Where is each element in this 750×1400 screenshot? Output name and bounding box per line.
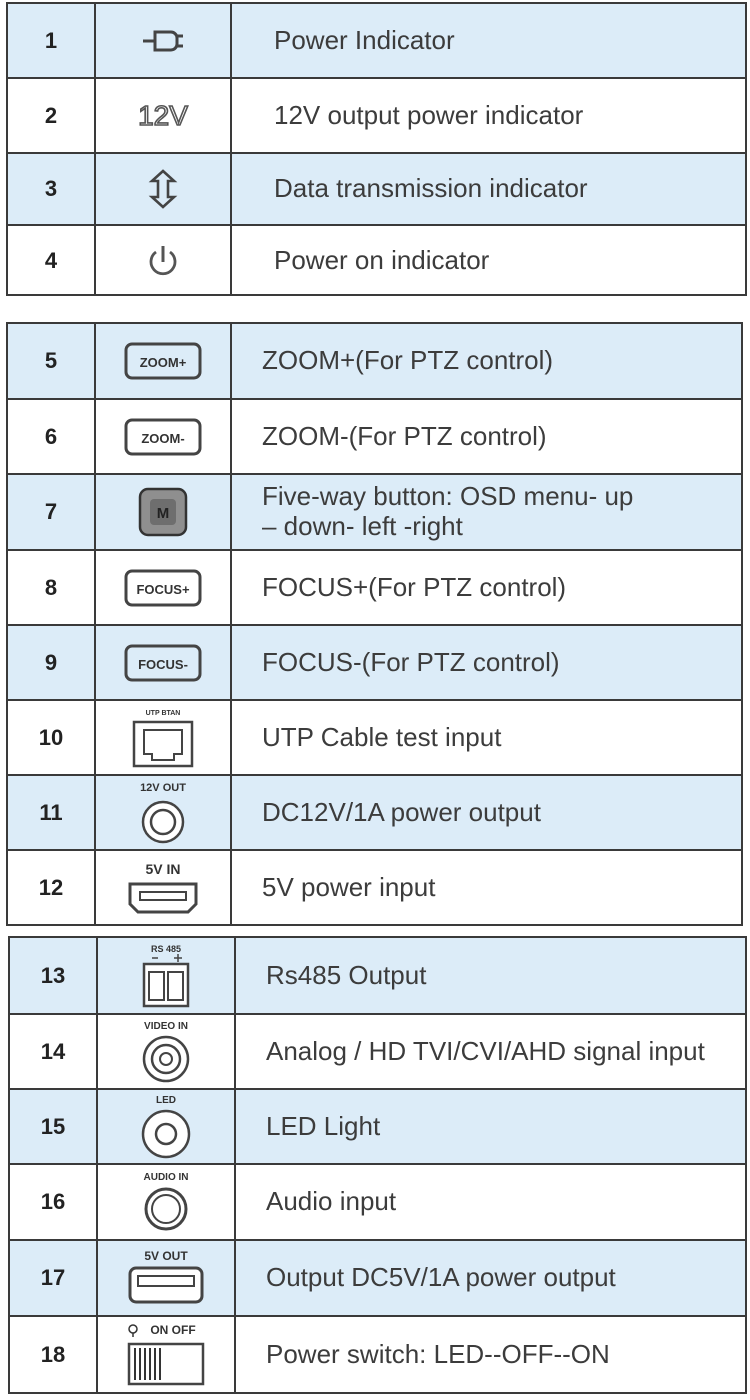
table-row: 10 UTP BTAN UTP Cable test input [8,701,741,776]
table-row: 15 LED LED Light [10,1090,745,1165]
table-row: 1 Power Indicator [8,4,745,79]
table-row: 13 RS 485 Rs485 Output [10,938,745,1015]
row-description: FOCUS-(For PTZ control) [262,646,560,677]
data-arrows-icon [96,154,232,224]
table-row: 17 5V OUT Output DC5V/1A power output [10,1241,745,1317]
row-number: 1 [8,4,96,77]
table-row: 12 5V IN 5V power input [8,851,741,924]
row-number: 14 [10,1015,98,1088]
zoom-plus-label: ZOOM+ [140,355,187,370]
row-number: 5 [8,324,96,398]
row-number: 2 [8,79,96,152]
power-switch-icon: ON OFF [98,1317,236,1392]
table-row: 2 12V 12V output power indicator [8,79,745,154]
row-description: ZOOM-(For PTZ control) [262,420,547,451]
table-row: 18 ON OFF Power switch: LED--OFF--ON [10,1317,745,1392]
row-number: 15 [10,1090,98,1163]
rj45-label: UTP BTAN [146,710,181,717]
dc-jack-icon: 12V OUT [96,776,232,849]
zoom-plus-button-icon: ZOOM+ [96,324,232,398]
power-icon [96,226,232,296]
focus-minus-button-icon: FOCUS- [96,626,232,699]
row-description: Rs485 Output [266,959,427,990]
usb-a-port-icon: 5V OUT [98,1241,236,1315]
row-description: ZOOM+(For PTZ control) [262,345,554,376]
table-row: 14 VIDEO IN Analog / HD TVI/CVI/AHD sign… [10,1015,745,1090]
micro-usb-label: 5V IN [145,861,180,877]
table-row: 3 Data transmission indicator [8,154,745,226]
12v-icon-label: 12V [138,101,188,131]
button-port-table: 5 ZOOM+ ZOOM+(For PTZ control) 6 ZOOM- Z… [6,322,743,926]
row-description: 5V power input [262,871,436,902]
row-description: LED Light [266,1110,381,1141]
table-row: 11 12V OUT DC12V/1A power output [8,776,741,851]
row-number: 12 [8,851,96,924]
led-label: LED [156,1095,176,1106]
row-number: 10 [8,701,96,774]
row-number: 18 [10,1317,98,1392]
row-description: Five-way button: OSD menu- up – down- le… [262,481,634,541]
zoom-minus-label: ZOOM- [141,431,184,446]
row-description: UTP Cable test input [262,721,502,752]
row-number: 8 [8,551,96,624]
table-row: 4 Power on indicator [8,226,745,296]
power-switch-label: ON OFF [150,1323,195,1337]
row-description: 12V output power indicator [274,99,584,130]
focus-minus-label: FOCUS- [138,657,188,672]
row-number: 7 [8,475,96,549]
row-description: DC12V/1A power output [262,796,541,827]
usb-a-label: 5V OUT [144,1249,188,1263]
plug-icon [96,4,232,77]
audio-jack-label: AUDIO IN [144,1172,189,1183]
rj45-port-icon: UTP BTAN [96,701,232,774]
table-row: 7 M Five-way button: OSD menu- up – down… [8,475,741,551]
five-way-label: M [157,505,170,522]
table-row: 16 AUDIO IN Audio input [10,1165,745,1241]
row-number: 4 [8,226,96,296]
audio-jack-icon: AUDIO IN [98,1165,236,1239]
row-description: Power on indicator [274,245,490,276]
table-row: 9 FOCUS- FOCUS-(For PTZ control) [8,626,741,701]
row-number: 13 [10,938,98,1013]
row-description: Data transmission indicator [274,173,588,204]
bnc-label: VIDEO IN [144,1021,188,1032]
table-row: 8 FOCUS+ FOCUS+(For PTZ control) [8,551,741,626]
five-way-button-icon: M [96,475,232,549]
row-number: 6 [8,400,96,473]
bnc-connector-icon: VIDEO IN [98,1015,236,1088]
connector-table: 13 RS 485 Rs485 Output 14 VIDEO IN Analo… [8,936,747,1394]
row-number: 11 [8,776,96,849]
row-description: Power Indicator [274,24,455,55]
row-number: 3 [8,154,96,224]
row-description: Power switch: LED--OFF--ON [266,1338,610,1369]
row-description: FOCUS+(For PTZ control) [262,571,567,602]
row-number: 16 [10,1165,98,1239]
row-description: Output DC5V/1A power output [266,1262,616,1293]
row-number: 9 [8,626,96,699]
dc-jack-label: 12V OUT [140,782,186,794]
rs485-label: RS 485 [151,944,181,954]
focus-plus-button-icon: FOCUS+ [96,551,232,624]
row-number: 17 [10,1241,98,1315]
led-icon: LED [98,1090,236,1163]
rs485-terminal-icon: RS 485 [98,938,236,1013]
12v-icon: 12V [96,79,232,152]
micro-usb-icon: 5V IN [96,851,232,924]
row-description: Analog / HD TVI/CVI/AHD signal input [266,1035,705,1066]
row-description: Audio input [266,1186,397,1217]
focus-plus-label: FOCUS+ [136,582,190,597]
table-row: 5 ZOOM+ ZOOM+(For PTZ control) [8,324,741,400]
indicator-table: 1 Power Indicator 2 12V 12V output power… [6,2,747,296]
table-row: 6 ZOOM- ZOOM-(For PTZ control) [8,400,741,475]
zoom-minus-button-icon: ZOOM- [96,400,232,473]
